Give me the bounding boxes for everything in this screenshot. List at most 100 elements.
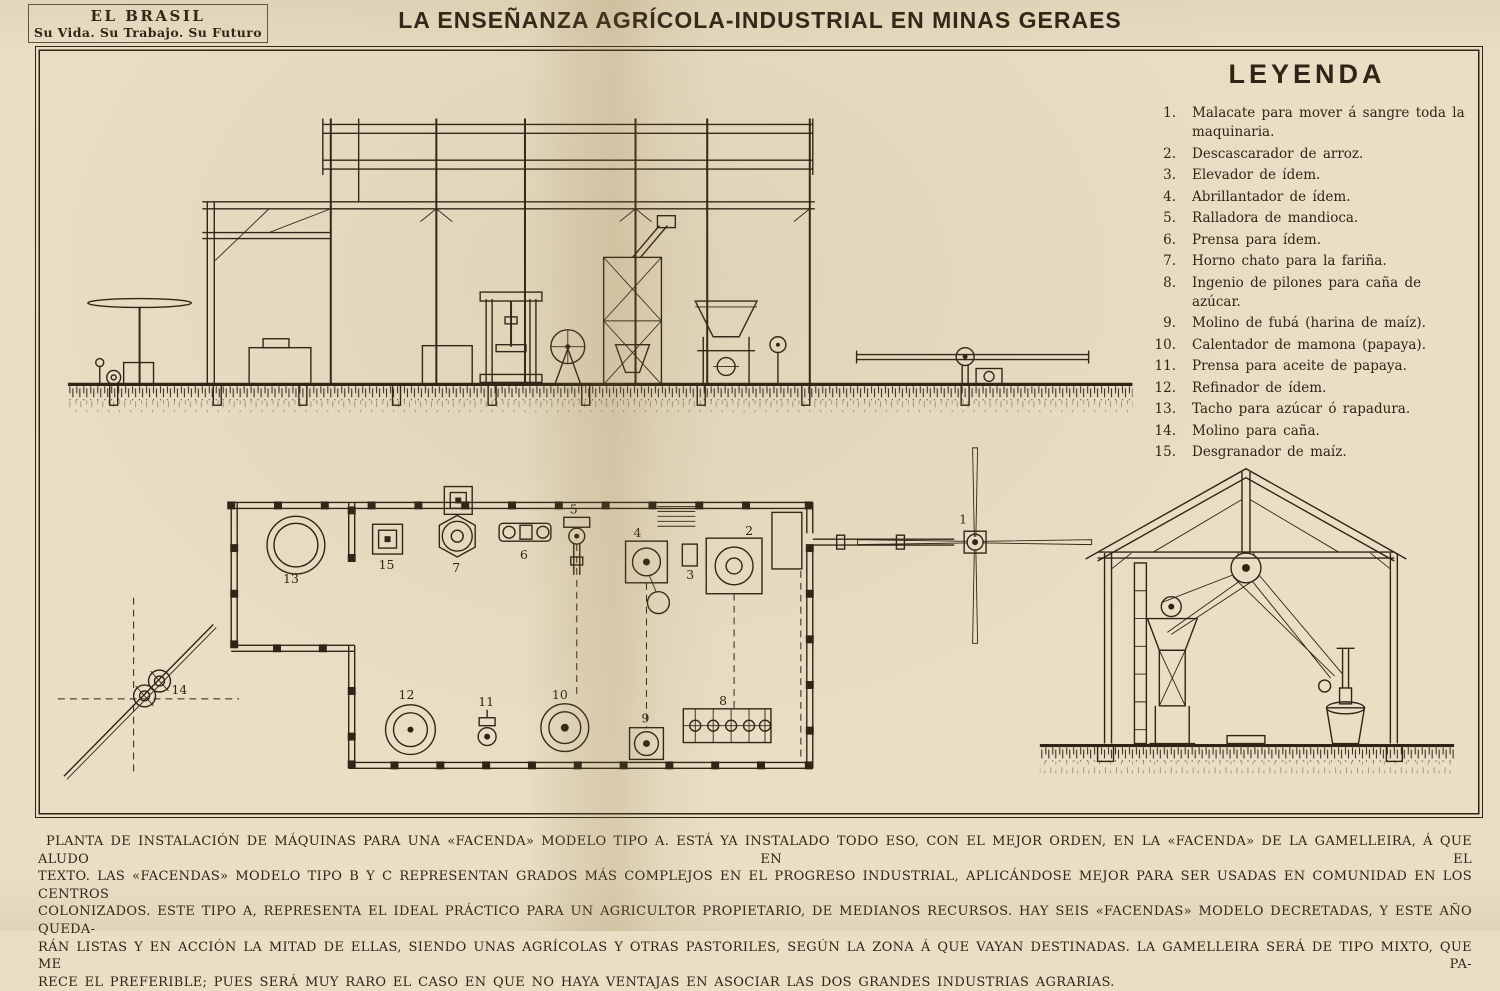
masthead-subtitle: Su Vida. Su Trabajo. Su Futuro: [34, 25, 262, 40]
section-belts: [1161, 552, 1343, 679]
elevation-view: [67, 118, 1133, 413]
legend-item-15: 15. Desgranador de maíz.: [1146, 443, 1468, 462]
legend-item-text: Prensa para aceite de papaya.: [1192, 358, 1407, 375]
section-walls: [1103, 552, 1399, 744]
elevation-malacate: [855, 346, 1090, 386]
plan-machine-13: [266, 515, 326, 575]
machine-number-label: 10: [552, 687, 568, 702]
legend-item-7: 7.Horno chato para la fariña.: [1146, 252, 1468, 271]
plan-stairs: [657, 505, 696, 527]
floor-posts: [109, 383, 970, 406]
machine-number-label: 9: [642, 711, 650, 726]
plan-furnace-wall: [771, 511, 803, 570]
machine-number-label: 11: [478, 694, 494, 709]
building-frame: [202, 118, 815, 385]
legend: LEYENDA 1. Malacate para mover á sangre t…: [1146, 59, 1468, 464]
plate-frame: 13 15 7 6 5 4 3 2 1 12 11 10 9 8 14: [35, 46, 1483, 818]
legend-item-13: 13.Tacho para azúcar ó rapadura.: [1146, 400, 1468, 419]
page-title: LA ENSEÑANZA AGRÍCOLA-INDUSTRIAL EN MINA…: [398, 7, 1122, 33]
legend-item-14: 14.Molino para caña.: [1146, 422, 1468, 441]
caption-line: RÁN LISTAS Y EN ACCIÓN LA MITAD DE ELLAS…: [38, 939, 1472, 973]
legend-item-5: 5. Ralladora de mandioca.: [1146, 209, 1468, 228]
caption-line: TEXTO. LAS «FACENDAS» MODELO TIPO B Y C …: [38, 869, 1472, 902]
legend-item-9: 9.Molino de fubá (harina de maíz).: [1146, 314, 1468, 333]
legend-item-text: Elevador de ídem.: [1192, 167, 1321, 184]
machine-number-label: 15: [379, 557, 395, 572]
section-mill-machine: [1133, 562, 1199, 745]
machine-number-label: 5: [570, 501, 578, 516]
elevation-wheel-machine: [550, 329, 586, 385]
plan-machine-11: [477, 709, 497, 747]
plan-top-box: [443, 485, 473, 516]
legend-item-1: 1. Malacate para mover á sangre toda la m…: [1146, 104, 1468, 143]
legend-item-number: 14.: [1154, 422, 1176, 439]
elevation-pulley-stand: [769, 336, 787, 385]
plan-machine-7: [438, 514, 476, 558]
legend-item-11: 11. Prensa para aceite de papaya.: [1146, 357, 1468, 376]
legend-item-text: Prensa para ídem.: [1192, 231, 1322, 248]
section-view: [1039, 467, 1455, 774]
plan-machine-12: [384, 704, 437, 756]
plan-number-labels: 13 15 7 6 5 4 3 2 1 12 11 10 9 8 14: [172, 501, 968, 725]
legend-item-text: Refinador de ídem.: [1192, 379, 1327, 396]
legend-item-number: 12.: [1154, 379, 1176, 396]
legend-item-number: 1.: [1163, 105, 1176, 121]
legend-item-4: 4.Abrillantador de ídem.: [1146, 188, 1468, 207]
machine-number-label: 12: [399, 687, 415, 702]
legend-item-text: Descascarador de arroz.: [1192, 145, 1364, 162]
plan-machine-5: [563, 516, 591, 575]
legend-item-number: 9.: [1163, 315, 1176, 332]
elevation-box-machine: [421, 344, 473, 386]
plan-walls: [227, 485, 814, 770]
caption-line: RECE EL PREFERIBLE; PUES SERÁ MUY RARO E…: [38, 974, 1115, 990]
legend-item-number: 8.: [1163, 274, 1176, 291]
elevation-ground: [67, 382, 1133, 413]
legend-title: LEYENDA: [1228, 59, 1386, 89]
legend-item-number: 10.: [1154, 336, 1176, 353]
machine-number-label: 4: [634, 525, 642, 540]
machine-number-label: 1: [959, 511, 967, 526]
plan-machine-15: [371, 523, 404, 555]
legend-item-number: 13.: [1154, 401, 1176, 418]
caption-line: PLANTA DE INSTALACIÓN DE MÁQUINAS PARA U…: [38, 834, 1472, 867]
plan-machine-8: [682, 708, 772, 744]
plan-machine-3: [681, 543, 698, 567]
caption-line: COLONIZADOS. ESTE TIPO A, REPRESENTA EL …: [38, 904, 1472, 937]
legend-item-number: 3.: [1163, 167, 1176, 184]
section-ground: [1039, 734, 1455, 774]
legend-item-number: 6.: [1163, 231, 1176, 248]
legend-item-number: 15.: [1154, 444, 1176, 460]
plan-machine-2: [705, 537, 763, 595]
legend-item-text: Desgranador de maíz.: [1192, 444, 1347, 460]
elevation-furnace: [248, 338, 312, 386]
legend-item-6: 6. Prensa para ídem.: [1146, 231, 1468, 250]
machine-number-label: 3: [686, 567, 694, 582]
plan-machine-6: [498, 522, 552, 542]
legend-item-text: Malacate para mover á sangre toda la maq…: [1192, 105, 1465, 141]
legend-item-number: 5.: [1163, 210, 1176, 227]
plan-view: 13 15 7 6 5 4 3 2 1 12 11 10 9 8 14: [57, 447, 1093, 780]
legend-list: 1. Malacate para mover á sangre toda la m…: [1146, 104, 1468, 462]
caption: PLANTA DE INSTALACIÓN DE MÁQUINAS PARA U…: [38, 833, 1472, 991]
section-tacho-machine: [1317, 647, 1366, 745]
plan-wall-posts: [227, 501, 814, 770]
diagram-svg: 13 15 7 6 5 4 3 2 1 12 11 10 9 8 14: [57, 118, 1455, 780]
legend-item-3: 3. Elevador de ídem.: [1146, 166, 1468, 185]
legend-item-10: 10.Calentador de mamona (papaya).: [1146, 336, 1468, 355]
plan-machine-10: [540, 703, 590, 753]
legend-item-8: 8.Ingenio de pilones para caña de azúcar…: [1146, 274, 1468, 313]
machine-number-label: 8: [719, 693, 727, 708]
legend-item-text: Horno chato para la fariña.: [1192, 253, 1387, 270]
legend-item-12: 12. Refinador de ídem.: [1146, 379, 1468, 398]
machine-number-label: 14: [172, 682, 188, 697]
masthead-title: EL BRASIL: [90, 7, 206, 25]
machine-number-label: 2: [745, 523, 753, 538]
legend-item-number: 11.: [1154, 358, 1176, 375]
machine-number-label: 6: [520, 547, 528, 562]
plan-shafting: [576, 534, 955, 762]
masthead-box: EL BRASIL Su Vida. Su Trabajo. Su Futuro: [28, 4, 268, 43]
elevation-mill-hopper: [694, 300, 759, 385]
plan-machine-4: [624, 540, 671, 615]
legend-item-text: Ralladora de mandioca.: [1192, 210, 1359, 227]
